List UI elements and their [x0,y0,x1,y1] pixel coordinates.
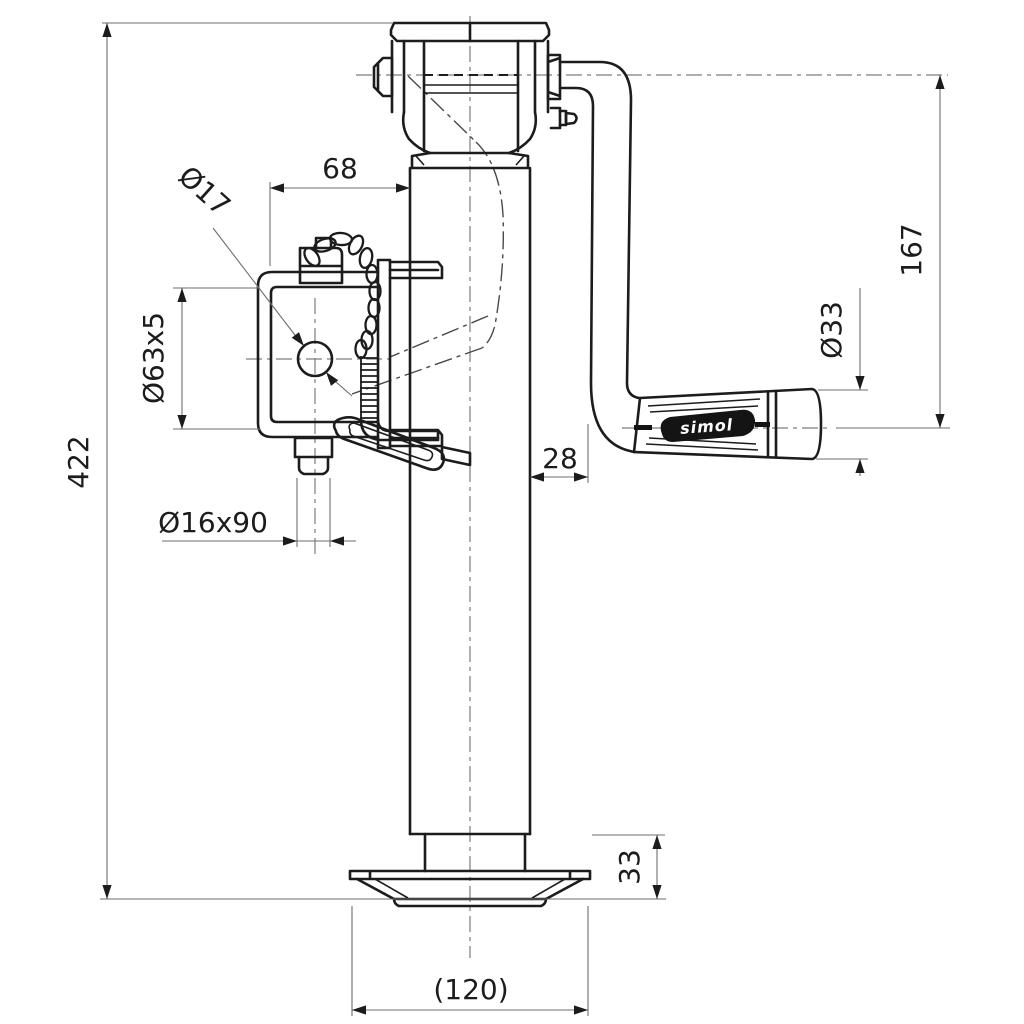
dim-crank-drop: 167 [836,75,950,429]
locking-pin [293,436,334,476]
safety-chain [303,231,382,360]
shaft-lines [424,84,518,94]
dim-tube-to-crank: 28 [530,424,589,483]
foot-skirt-inner [374,878,566,899]
lower-tab-ear [440,445,472,467]
dim-grip-diameter: Ø33 [815,288,868,476]
neck-flange [410,151,530,170]
dim-pin-hole: Ø17 [172,159,353,397]
grip-body [632,387,823,461]
foot-flange [348,869,592,881]
lower-tube-tab [388,428,444,448]
barrel-left [401,110,432,155]
grease-nipple [549,106,578,130]
side-bolt [372,56,394,98]
brand-logo-text: simol [679,415,733,438]
dim-label-d63x5: Ø63x5 [137,312,170,404]
phantom-folded-handle [351,75,505,395]
top-cap [389,21,551,43]
dim-foot-height: 33 [592,834,665,899]
barrel-right [507,110,538,155]
crank-grip: simol [632,387,823,461]
dim-foot-width: (120) [351,906,589,1016]
mounting-bracket [256,231,472,476]
dim-label-422: 422 [62,435,95,488]
foot-skirt-outer [355,877,585,901]
grip-grooves [645,398,761,451]
dim-label-33: 33 [613,849,646,885]
dim-overall-height: 422 [62,22,666,900]
right-flange [376,258,392,450]
pin-bail-handle [332,416,446,471]
dim-label-28: 28 [542,442,578,475]
flange-bevels [415,155,525,166]
clamp-outer [256,270,380,439]
right-side-plate [533,39,550,114]
clamp-inner [269,285,380,424]
dim-bracket-offset: 68 [269,152,410,266]
foot-stem [423,832,527,873]
crank-nut [546,53,562,101]
dim-label-120: (120) [433,973,508,1006]
crank-arm [558,60,641,454]
dim-label-d16x90: Ø16x90 [158,506,268,539]
pin-hole [296,340,334,378]
dim-clamp-tube: Ø63x5 [137,287,260,430]
dim-label-d17: Ø17 [172,159,237,222]
pin-spring [360,356,379,420]
gear-housing [372,21,578,170]
dim-label-d33: Ø33 [815,301,848,359]
dim-label-68: 68 [322,152,358,185]
housing-inner-walls [422,39,520,153]
upper-tube-tab [388,260,444,280]
left-side-plate [390,39,406,114]
dim-label-167: 167 [895,223,928,276]
brand-logo-lozenge [660,409,756,442]
foot-bottom-rim [392,897,548,908]
logo-side-dashes [634,422,770,430]
dim-pin-size: Ø16x90 [158,478,356,547]
